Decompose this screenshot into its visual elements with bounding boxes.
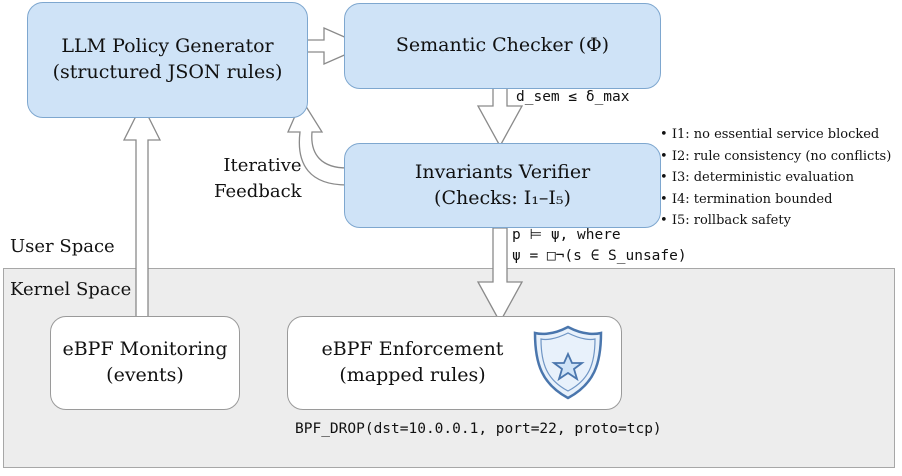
- invariants-box-subtitle: (Checks: I₁–I₅): [434, 186, 571, 209]
- semantic-checker-box: Semantic Checker (Φ): [344, 3, 661, 89]
- arrow-semantic-to-invariants: [476, 87, 524, 148]
- arrow-invariants-to-enforcement: [476, 227, 524, 324]
- llm-box-title: LLM Policy Generator: [61, 35, 274, 58]
- semantic-threshold-annotation: d_sem ≤ δ_max: [516, 89, 630, 105]
- invariants-box-title: Invariants Verifier: [414, 160, 591, 183]
- invariants-verifier-box: Invariants Verifier (Checks: I₁–I₅): [344, 143, 661, 228]
- invariants-list: I1: no essential service blocked I2: rul…: [660, 124, 891, 232]
- llm-policy-generator-box: LLM Policy Generator (structured JSON ru…: [27, 2, 308, 118]
- arrow-monitoring-to-llm: [122, 102, 162, 323]
- semantic-box-title: Semantic Checker (Φ): [395, 34, 610, 57]
- user-space-label: User Space: [10, 236, 115, 257]
- monitoring-box-subtitle: (events): [106, 364, 184, 386]
- kernel-space-label: Kernel Space: [10, 279, 132, 300]
- invariant-item: I2: rule consistency (no conflicts): [660, 146, 891, 168]
- bpf-drop-call: BPF_DROP(dst=10.0.0.1, port=22, proto=tc…: [295, 421, 662, 437]
- verification-formula-line2: ψ = □¬(s ∈ S_unsafe): [512, 248, 687, 264]
- invariant-item: I5: rollback safety: [660, 210, 891, 232]
- invariant-item: I3: deterministic evaluation: [660, 167, 891, 189]
- enforcement-box-subtitle: (mapped rules): [339, 364, 486, 386]
- invariant-item: I4: termination bounded: [660, 189, 891, 211]
- monitoring-box-title: eBPF Monitoring: [62, 338, 228, 361]
- feedback-label: Iterative Feedback: [214, 153, 302, 205]
- invariant-item: I1: no essential service blocked: [660, 124, 891, 146]
- ebpf-enforcement-box: eBPF Enforcement (mapped rules): [287, 316, 622, 410]
- feedback-line1: Iterative: [223, 155, 302, 176]
- verification-formula-line1: p ⊨ ψ, where: [512, 227, 621, 243]
- ebpf-monitoring-box: eBPF Monitoring (events): [50, 316, 240, 410]
- enforcement-box-title: eBPF Enforcement: [321, 338, 504, 361]
- llm-box-subtitle: (structured JSON rules): [52, 61, 283, 83]
- feedback-line2: Feedback: [214, 181, 302, 202]
